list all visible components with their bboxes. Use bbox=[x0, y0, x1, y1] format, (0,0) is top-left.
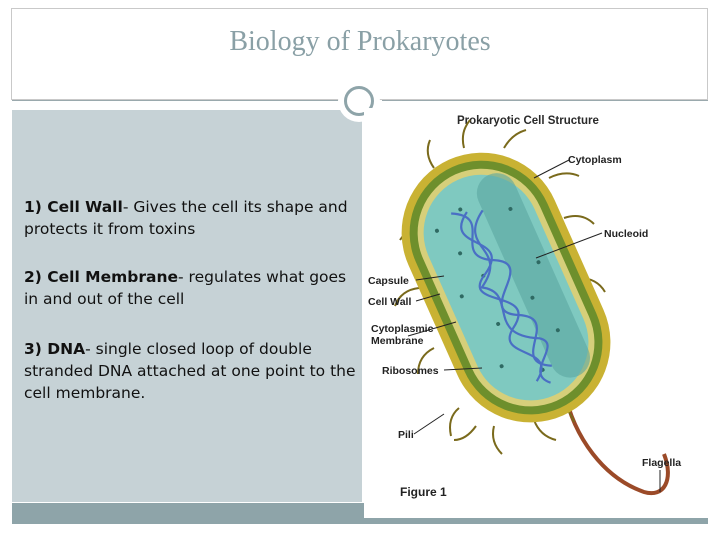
label-cell-wall: Cell Wall bbox=[368, 296, 411, 308]
point-term: 1) Cell Wall bbox=[24, 198, 123, 216]
nucleoid-dna bbox=[451, 209, 552, 384]
ribosomes bbox=[434, 206, 560, 372]
point-term: 3) DNA bbox=[24, 340, 86, 358]
leader-lines bbox=[407, 159, 661, 492]
divider-left bbox=[12, 100, 342, 101]
point-cell-membrane: 2) Cell Membrane- regulates what goes in… bbox=[24, 266, 360, 310]
point-desc: - regulates what goes in and out of the … bbox=[24, 268, 347, 308]
label-pili: Pili bbox=[398, 429, 414, 441]
label-capsule: Capsule bbox=[368, 275, 409, 287]
label-cytoplasmic: Cytoplasmic bbox=[371, 323, 434, 335]
figure-heading: Prokaryotic Cell Structure bbox=[457, 115, 599, 127]
figure-caption: Figure 1 bbox=[400, 485, 447, 499]
divider-right bbox=[382, 100, 708, 101]
flagellum bbox=[562, 389, 670, 496]
point-desc: - single closed loop of double stranded … bbox=[24, 340, 356, 402]
label-nucleoid: Nucleoid bbox=[604, 228, 648, 240]
label-cytoplasm: Cytoplasm bbox=[568, 154, 622, 166]
cytoplasm-cutaway bbox=[476, 173, 591, 378]
slide-title: Biology of Prokaryotes bbox=[229, 26, 491, 57]
label-ribosomes: Ribosomes bbox=[382, 365, 439, 377]
point-term: 2) Cell Membrane bbox=[24, 268, 179, 286]
label-membrane: Membrane bbox=[371, 335, 424, 347]
cell-body bbox=[401, 152, 611, 423]
point-dna: 3) DNA- single closed loop of double str… bbox=[24, 338, 360, 404]
text-panel: 1) Cell Wall- Gives the cell its shape a… bbox=[12, 110, 362, 502]
point-desc: - Gives the cell its shape and protects … bbox=[24, 198, 348, 238]
point-cell-wall: 1) Cell Wall- Gives the cell its shape a… bbox=[24, 196, 360, 240]
cell-diagram: Prokaryotic Cell Structure bbox=[364, 108, 710, 518]
prokaryotic-cell-figure: Prokaryotic Cell Structure bbox=[364, 108, 710, 518]
label-flagella: Flagella bbox=[642, 457, 681, 469]
